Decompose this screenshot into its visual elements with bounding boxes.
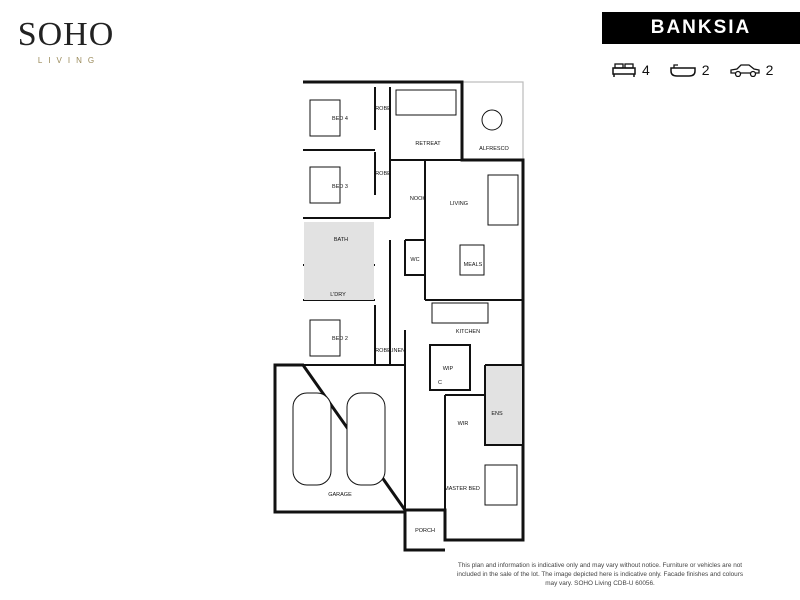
brand-logo: SOHO LIVING: [14, 16, 118, 66]
bedroom-count: 4: [642, 62, 650, 78]
plan-title: BANKSIA: [602, 12, 800, 44]
room-ens: ENS: [491, 411, 503, 417]
outer-walls: [273, 80, 525, 552]
bath-icon: [670, 64, 696, 77]
room-c: C: [438, 380, 442, 386]
beds: [309, 99, 518, 506]
room-retreat: RETREAT: [415, 141, 441, 147]
room-ldry: L'DRY: [330, 292, 346, 298]
room-kitchen: KITCHEN: [456, 329, 480, 335]
room-bed2: BED 2: [332, 336, 348, 342]
room-wc: WC: [410, 257, 419, 263]
room-robe4: ROBE: [375, 106, 391, 112]
room-living: LIVING: [450, 201, 468, 207]
bathroom-count: 2: [701, 62, 710, 78]
room-bed4: BED 4: [332, 116, 348, 122]
room-bath: BATH: [334, 237, 348, 243]
bed-icon: [612, 63, 636, 77]
features-row: 4 2 2: [612, 62, 793, 78]
cars: [292, 392, 386, 486]
room-linen: LINEN: [389, 348, 405, 354]
car-count: 2: [765, 62, 774, 78]
room-alfresco: ALFRESCO: [479, 146, 509, 152]
feature-garage: 2: [729, 62, 774, 78]
feature-bathrooms: 2: [670, 62, 710, 78]
disclaimer: This plan and information is indicative …: [456, 562, 744, 587]
room-porch: PORCH: [415, 528, 435, 534]
car-icon: [729, 64, 760, 77]
feature-bedrooms: 4: [612, 62, 650, 78]
room-garage: GARAGE: [328, 492, 352, 498]
brand-tagline: LIVING: [37, 56, 101, 65]
room-bed3: BED 3: [332, 184, 348, 190]
room-meals: MEALS: [464, 262, 483, 268]
room-wir: WIR: [458, 421, 469, 427]
room-robe2: ROBE: [375, 348, 391, 354]
room-robe3: ROBE: [375, 171, 391, 177]
brand-name: SOHO: [17, 16, 115, 53]
room-master: MASTER BED: [444, 486, 480, 492]
room-wip: WIP: [443, 366, 454, 372]
room-nook: NOOK: [410, 196, 427, 202]
